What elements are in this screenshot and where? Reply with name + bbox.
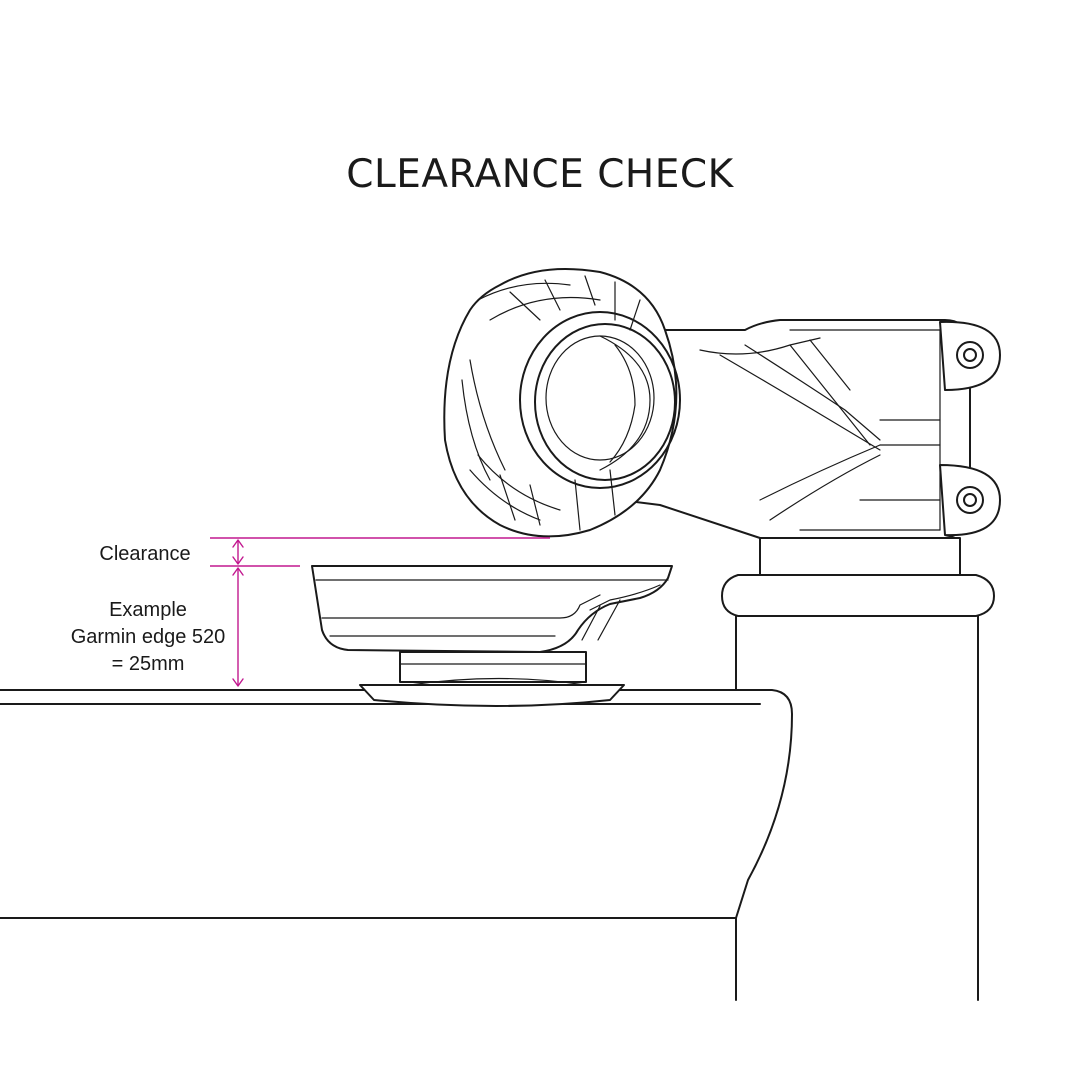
example-label: Example Garmin edge 520 = 25mm xyxy=(58,597,238,678)
steerer-column xyxy=(721,537,995,1001)
example-label-line-2: Garmin edge 520 xyxy=(70,626,226,648)
clearance-dimension xyxy=(210,537,550,687)
handlebar-clamp xyxy=(443,268,681,538)
diagram-title: CLEARANCE CHECK xyxy=(346,152,734,197)
example-label-line-3: = 25mm xyxy=(111,653,185,675)
bike-computer xyxy=(311,565,673,707)
example-label-line-1: Example xyxy=(109,599,187,621)
clearance-label: Clearance xyxy=(99,543,191,565)
stem xyxy=(619,319,1001,539)
frame-top-tube xyxy=(0,689,793,1001)
